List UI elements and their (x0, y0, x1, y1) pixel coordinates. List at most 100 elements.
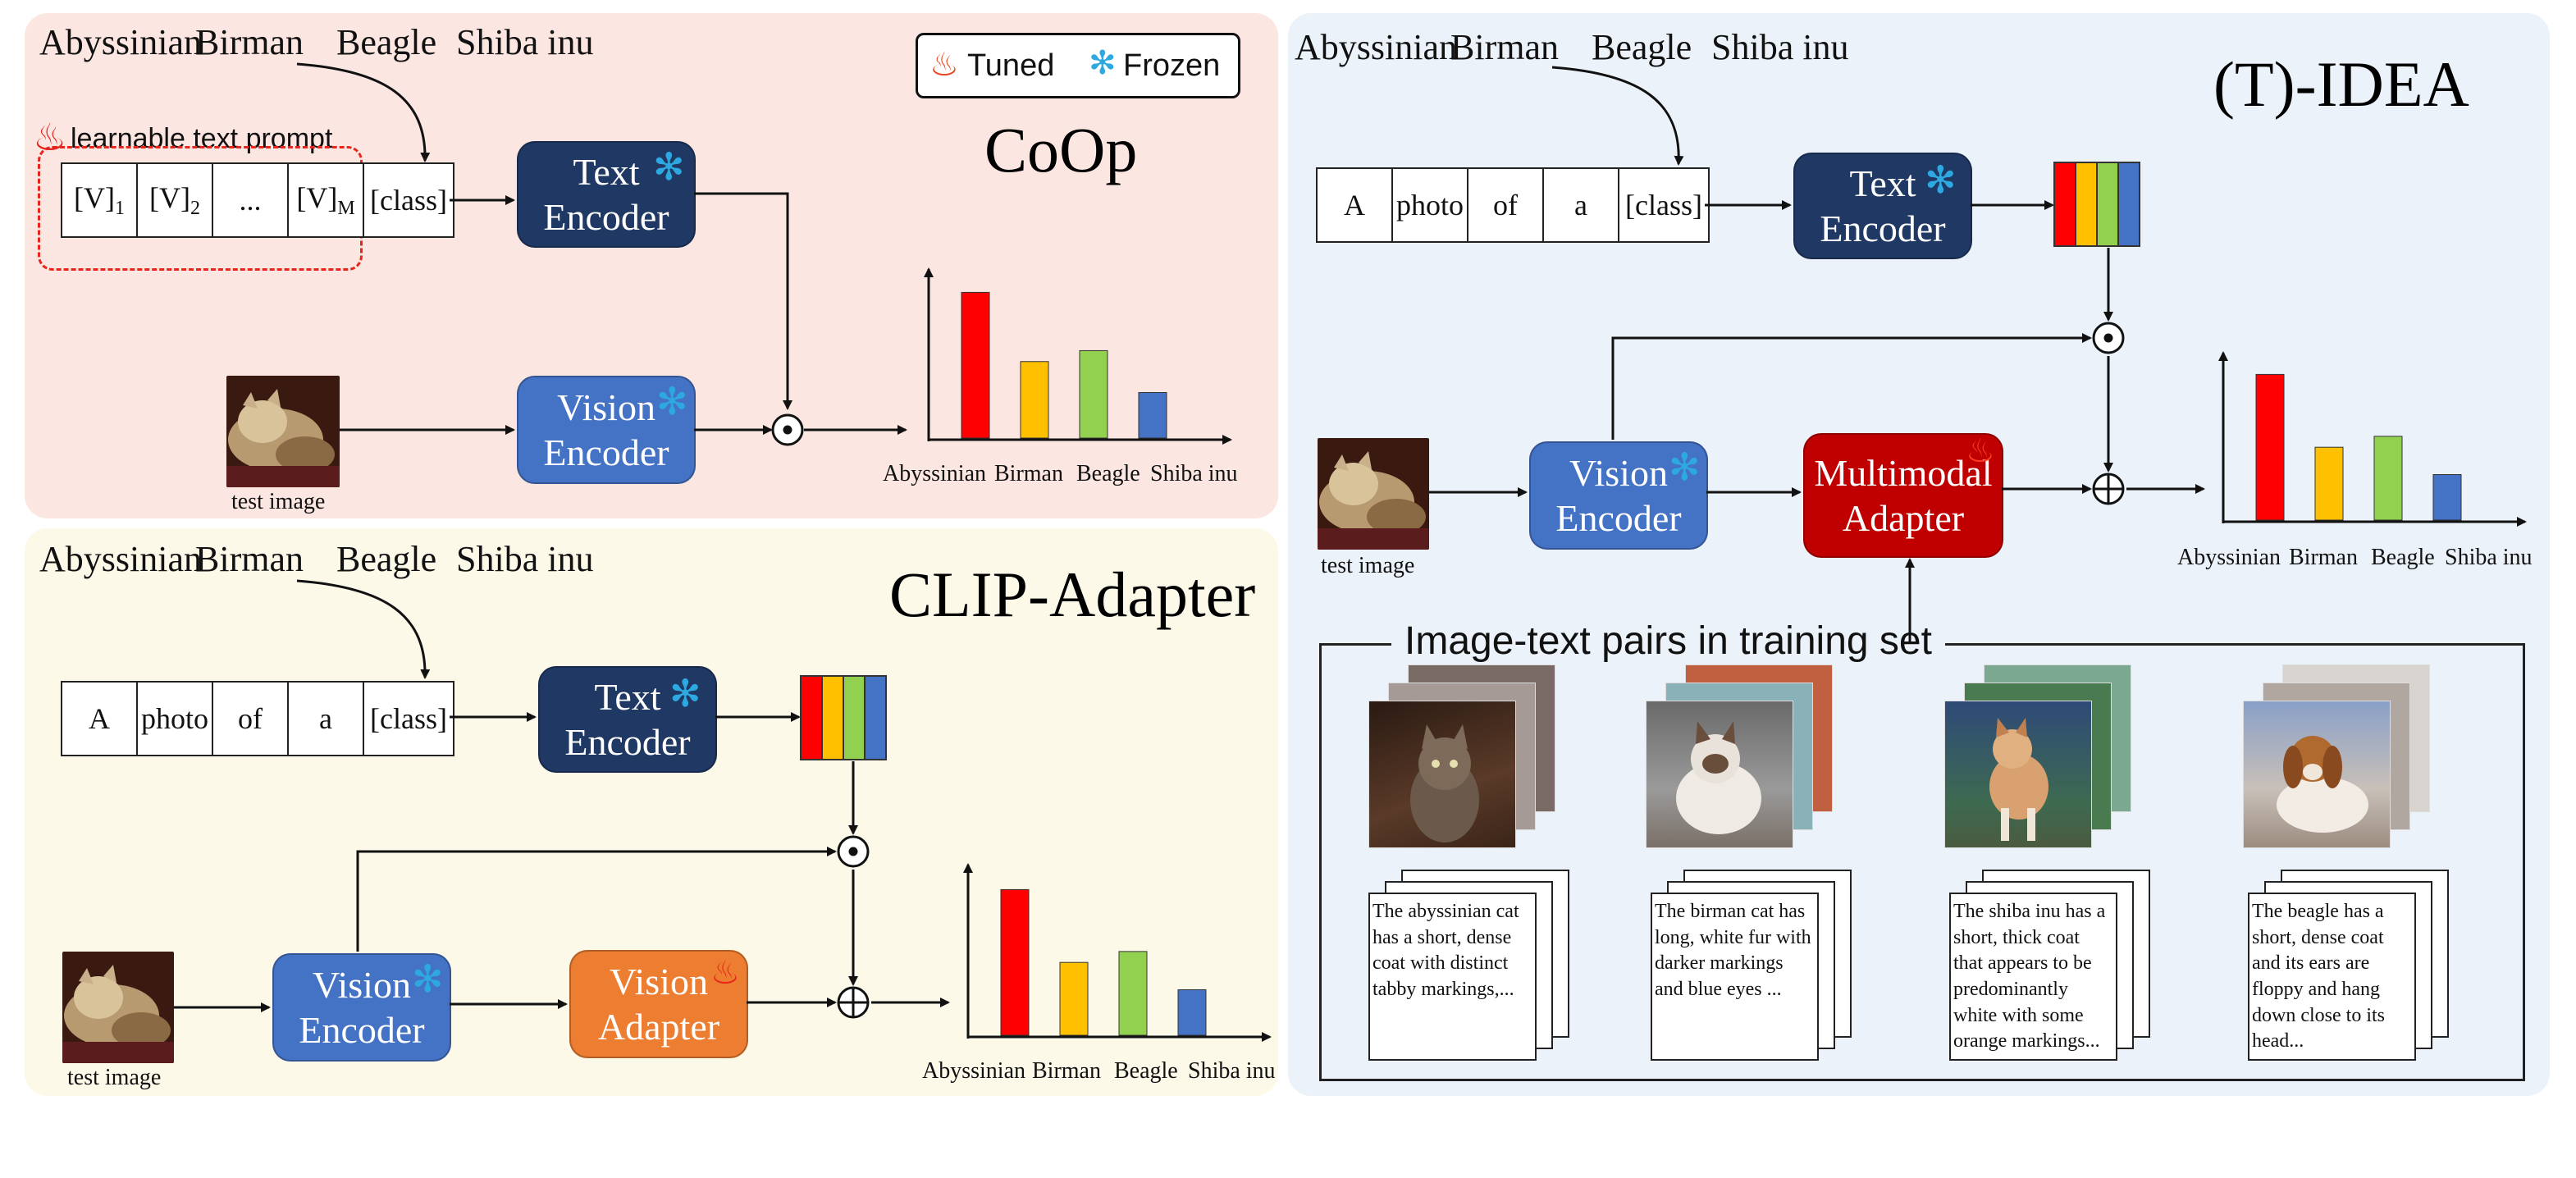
class-to-token-arrow (296, 579, 431, 679)
snowflake-icon: ✻ (1925, 158, 1957, 202)
tick-label: Beagle (1076, 461, 1140, 486)
class-name-abyssinian: Abyssinian (1295, 27, 1457, 67)
test-image (1318, 438, 1429, 550)
idea-token-row: A photo of a [class] (1316, 167, 1710, 243)
idea-bar-birman (2314, 446, 2344, 521)
caption-card: The beagle has a short, dense coat and i… (2248, 893, 2416, 1061)
idea-title: (T)-IDEA (2213, 48, 2469, 120)
tick-label: Shiba inu (2445, 545, 2533, 570)
idea-text-feature-segment (2075, 162, 2098, 247)
clip-bar-birman (1059, 961, 1089, 1036)
coop-token-row: [V]1 [V]2 ... [V]M [class] (61, 162, 454, 238)
token-class: [class] (1625, 189, 1702, 221)
token: a (1544, 169, 1619, 241)
coop-bar-birman (1020, 361, 1049, 439)
test-image-caption: test image (231, 489, 326, 514)
dot-product-op (837, 835, 870, 868)
token: photo (138, 683, 213, 755)
clip-bar-abyssinian (1000, 888, 1030, 1036)
tick-label: Abyssinian (883, 461, 986, 486)
token: A (62, 683, 138, 755)
test-image-caption: test image (67, 1065, 162, 1090)
class-name-beagle: Beagle (336, 539, 437, 579)
class-name-shiba-inu: Shiba inu (1711, 27, 1849, 67)
coop-title: CoOp (984, 114, 1138, 185)
caption-card: The shiba inu has a short, thick coat th… (1949, 893, 2117, 1061)
token: ... (213, 164, 289, 236)
flame-icon: ♨ (710, 954, 740, 992)
clip-text-feature-segment (864, 675, 887, 760)
token: [V]2 (138, 164, 213, 236)
token: [V]1 (62, 164, 138, 236)
idea-bar-abyssinian (2255, 373, 2285, 521)
sum-op (837, 986, 870, 1019)
tick-label: Shiba inu (1188, 1058, 1276, 1084)
tick-label: Birman (994, 461, 1063, 486)
tick-label: Birman (2289, 545, 2358, 570)
class-to-token-arrow (296, 62, 431, 162)
tick-label: Abyssinian (922, 1058, 1025, 1084)
clip-adapter-title: CLIP-Adapter (889, 559, 1256, 630)
caption-card: The abyssinian cat has a short, dense co… (1368, 893, 1537, 1061)
tick-label: Beagle (1114, 1058, 1178, 1084)
test-image-caption: test image (1321, 553, 1415, 578)
class-to-token-arrow (1551, 66, 1684, 166)
token-class: [class] (370, 702, 447, 735)
idea-bar-shiba-inu (2432, 474, 2462, 521)
arrow (694, 192, 792, 410)
token: a (289, 683, 364, 755)
token: photo (1393, 169, 1468, 241)
clip-text-feature-segment (800, 675, 823, 760)
test-image (226, 376, 340, 487)
token: A (1318, 169, 1393, 241)
coop-bar-abyssinian (961, 291, 990, 439)
sleeping-cat-photo (1318, 438, 1429, 550)
idea-bar-beagle (2373, 436, 2403, 521)
sleeping-cat-photo (62, 952, 174, 1063)
clip-bar-beagle (1118, 951, 1148, 1036)
idea-text-feature-segment (2053, 162, 2076, 247)
tick-label: Birman (1032, 1058, 1101, 1084)
sleeping-cat-photo (226, 376, 340, 487)
class-name-birman: Birman (195, 539, 304, 579)
caption-card: The birman cat has long, white fur with … (1651, 893, 1819, 1061)
clip-token-row: A photo of a [class] (61, 681, 454, 756)
tick-label: Shiba inu (1150, 461, 1238, 486)
clip-bar-shiba-inu (1177, 989, 1207, 1036)
legend-frozen: Frozen (1123, 48, 1221, 83)
dot-product-op (771, 413, 804, 446)
idea-text-feature-segment (2096, 162, 2119, 247)
coop-bar-beagle (1079, 349, 1108, 439)
sum-op (2092, 473, 2125, 505)
legend-box: ♨ Tuned ✻ Frozen (916, 33, 1240, 98)
snowflake-icon: ✻ (669, 671, 701, 715)
cat-photo (1410, 724, 1479, 842)
snowflake-icon: ✻ (1089, 44, 1117, 82)
snowflake-icon: ✻ (1669, 445, 1701, 489)
cat-photo (1676, 721, 1761, 834)
snowflake-icon: ✻ (653, 144, 685, 189)
coop-bar-shiba-inu (1138, 392, 1167, 439)
snowflake-icon: ✻ (656, 379, 688, 423)
tick-label: Beagle (2371, 545, 2435, 570)
token-class: [class] (370, 184, 447, 217)
arrow (356, 847, 837, 952)
class-name-shiba-inu: Shiba inu (456, 539, 594, 579)
clip-text-feature-segment (843, 675, 866, 760)
class-name-abyssinian: Abyssinian (39, 539, 202, 579)
training-set-label: Image-text pairs in training set (1391, 619, 1945, 664)
snowflake-icon: ✻ (412, 957, 444, 1001)
test-image (62, 952, 174, 1063)
token: of (213, 683, 289, 755)
arrow (1611, 333, 2092, 440)
class-name-beagle: Beagle (336, 22, 437, 62)
dot-product-op (2092, 322, 2125, 354)
flame-icon: ♨ (929, 46, 959, 84)
dog-photo (1989, 718, 2048, 841)
